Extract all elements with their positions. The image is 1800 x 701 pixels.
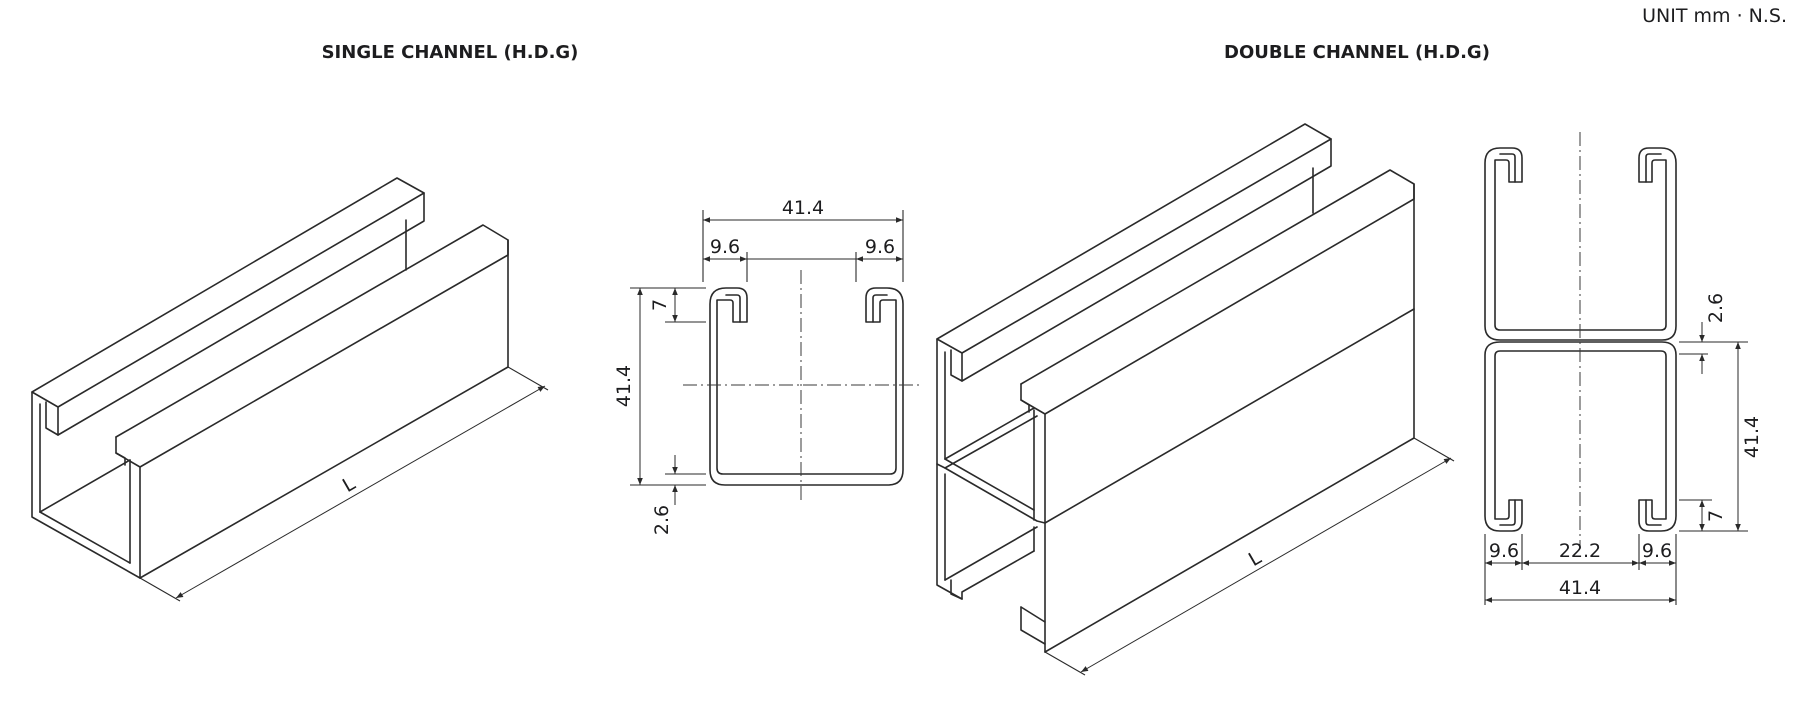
- double-section-width: 41.4: [1559, 577, 1601, 599]
- double-section-lip-depth: 7: [1705, 510, 1727, 522]
- single-section-thickness: 2.6: [651, 505, 673, 535]
- single-channel-title: SINGLE CHANNEL (H.D.G): [322, 42, 579, 63]
- single-section-lip-depth: 7: [649, 299, 671, 311]
- double-section-lip-right: 9.6: [1642, 540, 1672, 562]
- single-section-height: 41.4: [613, 365, 635, 407]
- double-channel-isometric: L: [936, 123, 1455, 676]
- single-section-lip-right: 9.6: [865, 236, 895, 258]
- single-channel-section: 41.4 9.6 9.6 41.4 7 2.6: [613, 197, 922, 535]
- double-section-height: 41.4: [1741, 416, 1763, 458]
- single-section-lip-left: 9.6: [710, 236, 740, 258]
- double-section-slot: 22.2: [1559, 540, 1601, 562]
- double-section-lip-left: 9.6: [1489, 540, 1519, 562]
- single-section-width: 41.4: [782, 197, 824, 219]
- single-iso-length-label: L: [339, 472, 360, 497]
- single-channel-isometric: L: [31, 177, 549, 602]
- unit-label: UNIT mm · N.S.: [1642, 5, 1787, 27]
- double-channel-title: DOUBLE CHANNEL (H.D.G): [1224, 42, 1490, 63]
- double-section-thickness: 2.6: [1705, 293, 1727, 323]
- double-channel-section: 2.6 41.4 7 9.6 22.2 9.6 41.4: [1484, 132, 1763, 605]
